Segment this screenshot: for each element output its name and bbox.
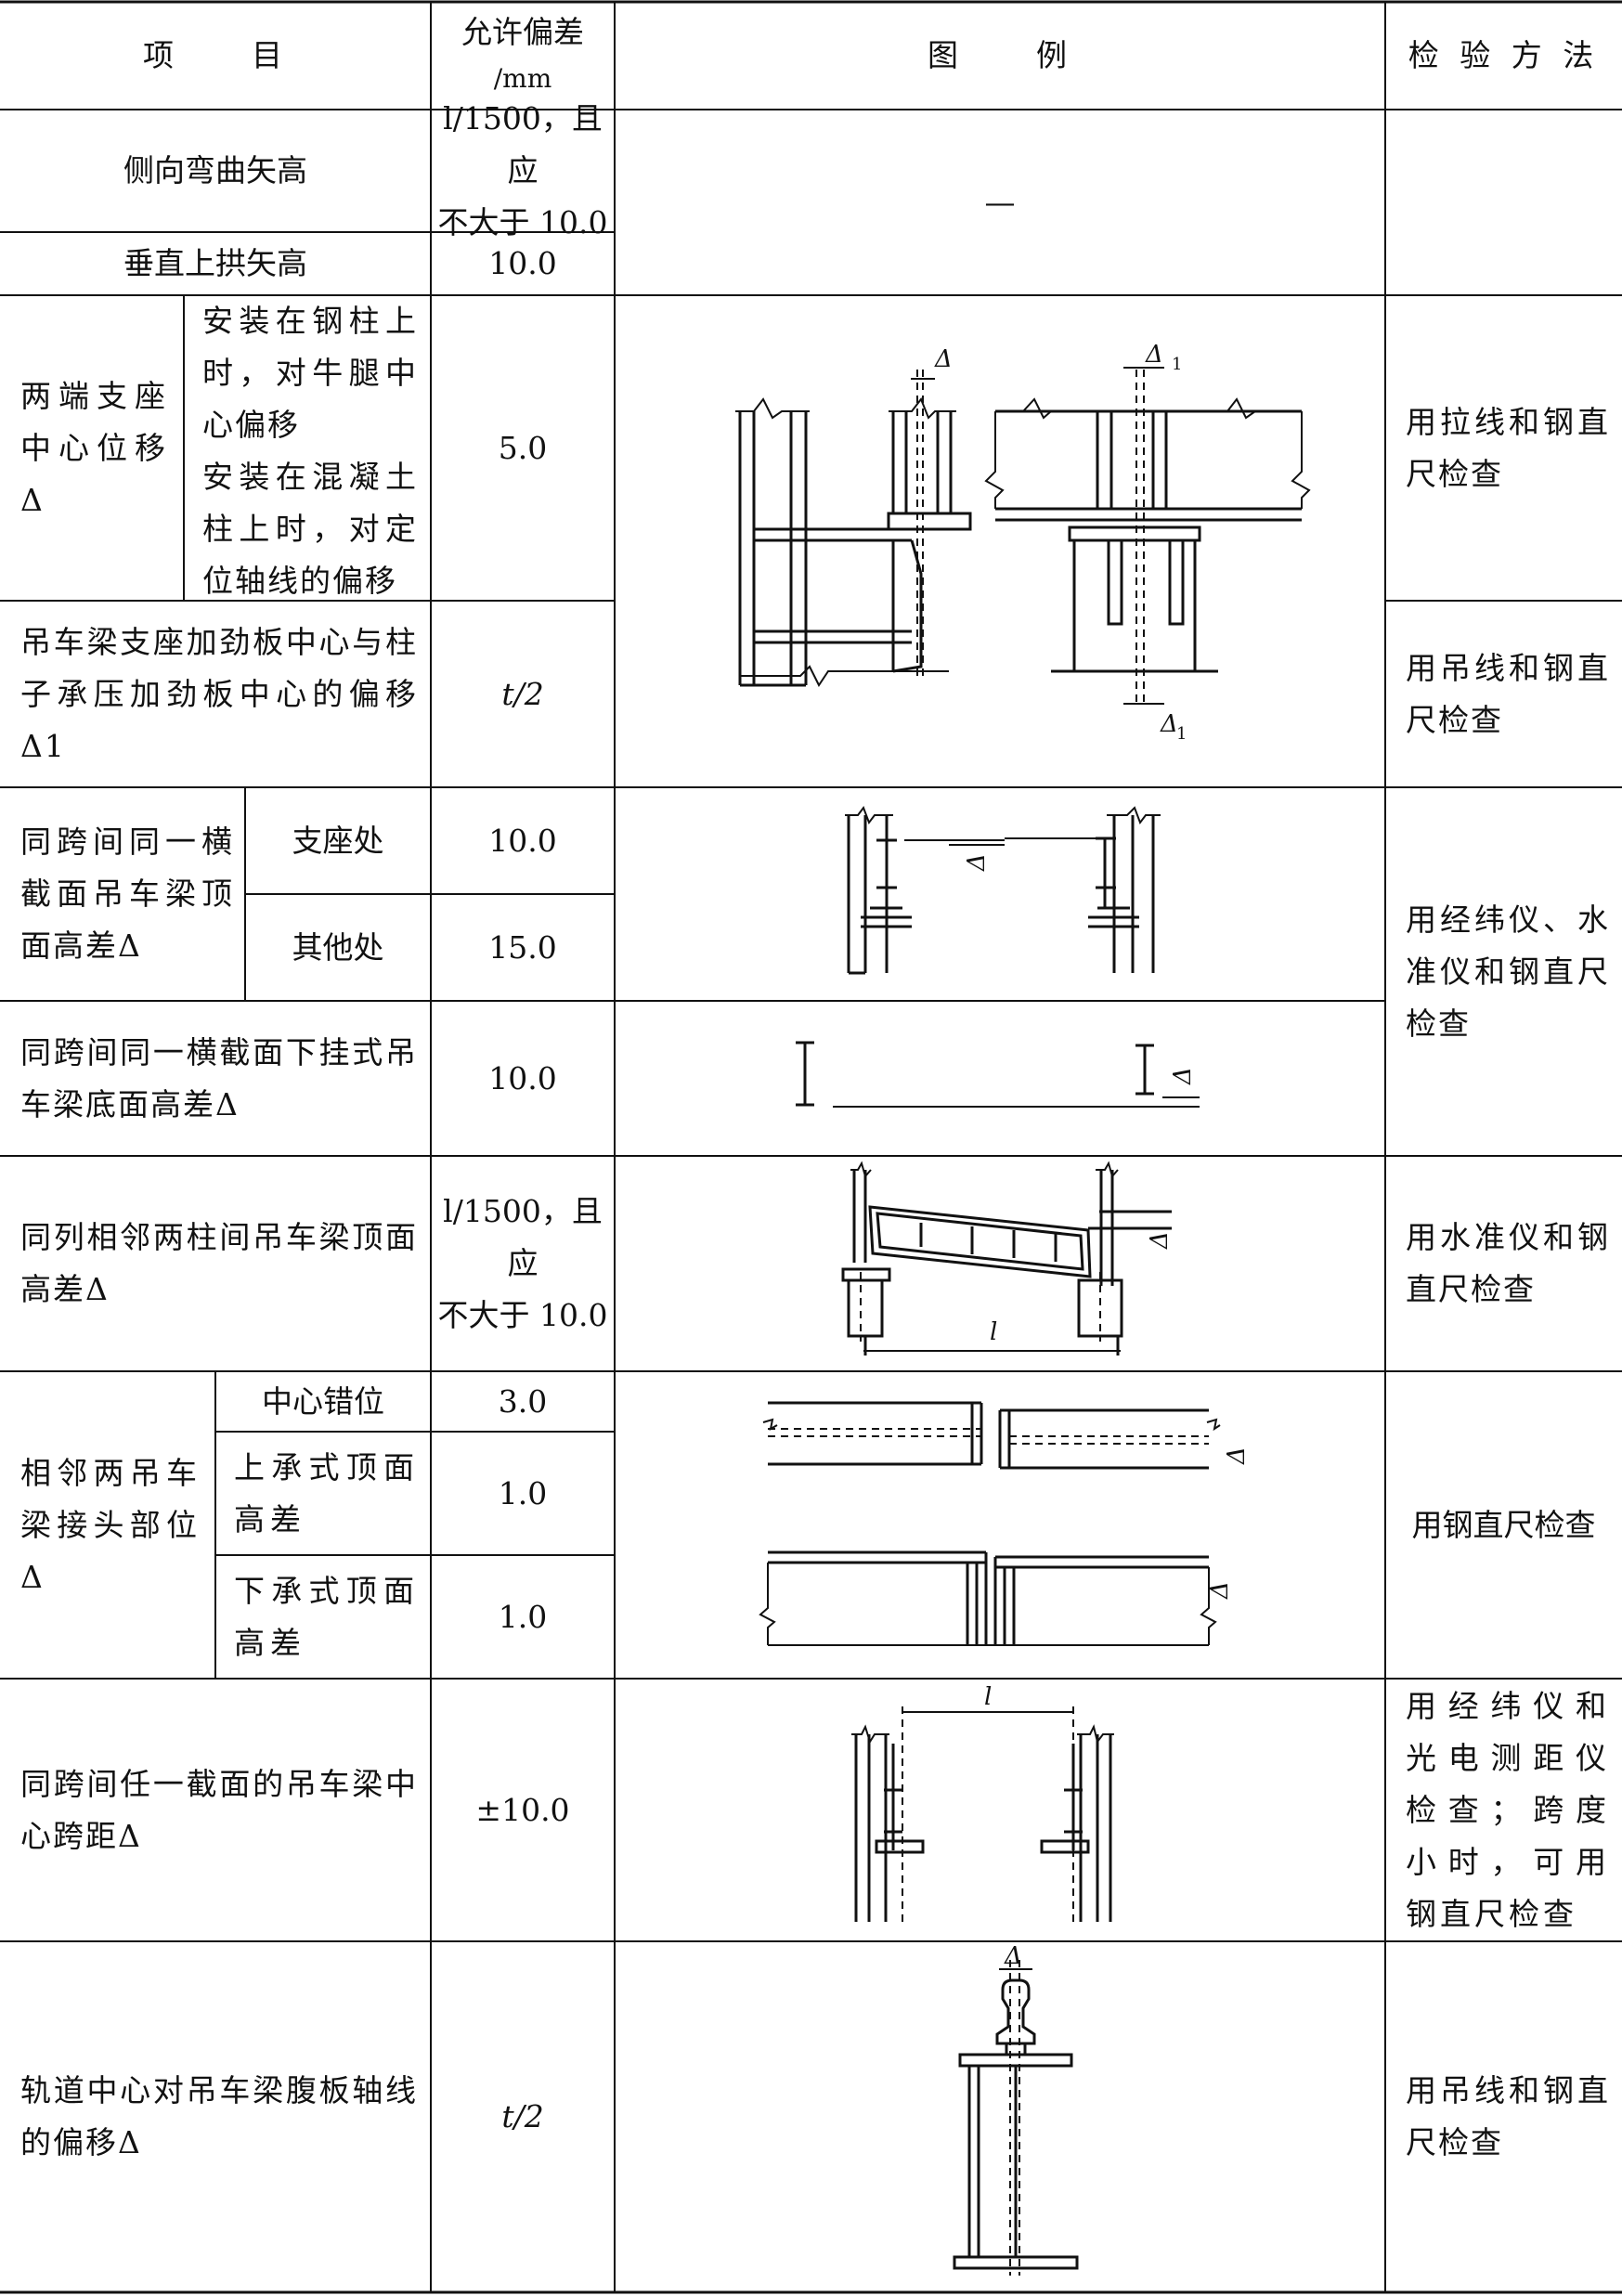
method-plumb-and-ruler: 用吊线和钢直尺检查 — [1406, 649, 1610, 738]
delta1-label-bottom: Δ — [1160, 710, 1178, 738]
method-ruler: 用钢直尺检查 — [1411, 1506, 1596, 1543]
delta1-label-top-subscript: 1 — [1172, 355, 1182, 374]
sub-elsewhere: 其他处 — [292, 928, 384, 966]
tol-center-offset: 3.0 — [498, 1382, 548, 1420]
row-lateral-bending-item: 侧向弯曲矢高 — [123, 152, 307, 188]
row-lateral-bending-tolerance: l/1500，且应 不大于 10.0 — [437, 100, 608, 240]
row-bottom-elevation-tolerance: 10.0 — [488, 1059, 557, 1096]
span-label: l — [990, 1318, 997, 1346]
row-support-displacement-item: 两端支座中心位移Δ — [20, 377, 171, 518]
method-line-and-ruler: 用拉线和钢直尺检查 — [1406, 403, 1610, 492]
tol-lower-bearing: 1.0 — [498, 1598, 548, 1635]
delta1-label-top: Δ — [1145, 341, 1163, 369]
delta-label: Δ — [934, 345, 953, 373]
row-top-elevation-item: 同跨间同一横截面吊车梁顶面高差Δ — [20, 824, 234, 964]
tol-at-support: 10.0 — [488, 822, 557, 859]
figure-joint: Δ Δ — [759, 1401, 1251, 1646]
delta-label-lower: Δ — [1206, 1581, 1234, 1600]
delta-label: Δ — [963, 853, 991, 872]
row-adjacent-columns-item: 同列相邻两柱间吊车梁顶面高差Δ — [20, 1219, 418, 1307]
header-item: 项 目 — [143, 37, 288, 73]
figure-top-elevation: Δ — [845, 805, 1161, 975]
row-stiffener-offset-item: 吊车梁支座加劲板中心与柱子承压加劲板中心的偏移Δ1 — [20, 623, 418, 764]
tol-elsewhere: 15.0 — [488, 928, 557, 966]
header-method: 检 验 方 法 — [1408, 37, 1600, 73]
sub-at-support: 支座处 — [292, 822, 384, 859]
row-adjacent-columns-tolerance: l/1500，且应 不大于 10.0 — [437, 1193, 608, 1333]
delta-label-upper: Δ — [1223, 1446, 1251, 1465]
header-tolerance: 允许偏差 /mm — [431, 2, 615, 110]
method-theodolite-distance: 用经纬仪和光电测距仪检查；跨度小时，可用钢直尺检查 — [1406, 1687, 1610, 1932]
sub-lower-bearing: 下承式顶面高差 — [234, 1572, 420, 1661]
row-vertical-camber-tolerance: 10.0 — [488, 245, 557, 281]
method-level-and-ruler: 用水准仪和钢直尺检查 — [1406, 1219, 1610, 1307]
delta1-label-bottom-subscript: 1 — [1176, 724, 1187, 744]
row-joint-item: 相邻两吊车梁接头部位Δ — [20, 1454, 202, 1595]
figure-span: l — [851, 1683, 1114, 1922]
row-stiffener-offset-tolerance: t/2 — [501, 675, 544, 712]
sub-on-concrete-column: 安装在混凝土柱上时，对定位轴线的偏移 — [202, 459, 418, 599]
row-lateral-bending-figure: — — [984, 184, 1016, 220]
row-span-item: 同跨间任一截面的吊车梁中心跨距Δ — [20, 1765, 418, 1854]
method-plumb-ruler-rail: 用吊线和钢直尺检查 — [1406, 2072, 1610, 2160]
tol-upper-bearing: 1.0 — [498, 1474, 548, 1511]
row-support-displacement-subitems: 安装在钢柱上时，对牛腿中心偏移 安装在混凝土柱上时，对定位轴线的偏移 — [202, 295, 418, 601]
delta-label: Δ — [1004, 1942, 1022, 1970]
row-bottom-elevation-item: 同跨间同一横截面下挂式吊车梁底面高差Δ — [20, 1033, 418, 1122]
figure-adjacent-columns: l Δ — [841, 1161, 1174, 1356]
sub-center-offset: 中心错位 — [262, 1382, 384, 1420]
delta-label: Δ — [1146, 1231, 1174, 1250]
delta-label: Δ — [1169, 1067, 1197, 1085]
method-theodolite-level-ruler: 用经纬仪、水准仪和钢直尺检查 — [1406, 901, 1610, 1042]
figure-bottom-elevation: Δ — [796, 1041, 1200, 1108]
sub-upper-bearing: 上承式顶面高差 — [234, 1448, 420, 1537]
row-rail-offset-tolerance: t/2 — [501, 2098, 544, 2134]
header-tolerance-line2: /mm — [493, 63, 552, 94]
header-tolerance-line1: 允许偏差 — [461, 14, 584, 50]
row-support-displacement-tolerance: 5.0 — [498, 429, 548, 466]
span-label: l — [984, 1683, 992, 1711]
row-span-tolerance: ±10.0 — [475, 1791, 570, 1828]
row-vertical-camber-item: 垂直上拱矢高 — [123, 245, 307, 281]
figure-rail: Δ — [953, 1942, 1079, 2276]
figure-support-displacement: Δ Δ 1 Δ 1 — [735, 341, 1311, 744]
header-figure: 图 例 — [928, 37, 1072, 73]
sub-on-steel-column: 安装在钢柱上时，对牛腿中心偏移 — [202, 303, 418, 443]
row-rail-offset-item: 轨道中心对吊车梁腹板轴线的偏移Δ — [20, 2072, 418, 2160]
